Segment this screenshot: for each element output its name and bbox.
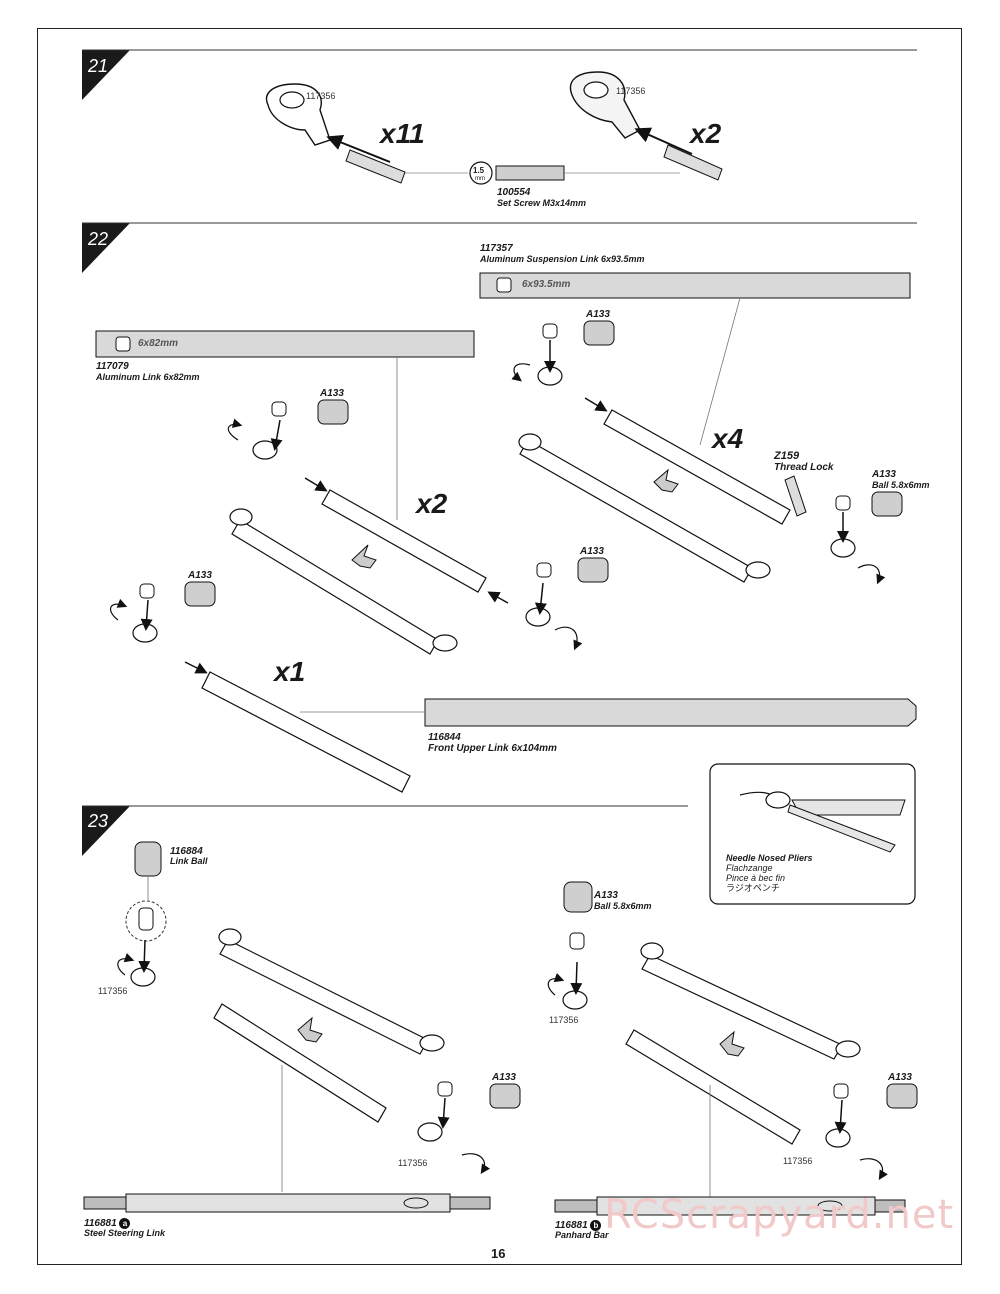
panhard-bar xyxy=(554,1196,906,1216)
ball-ref: A133 xyxy=(594,890,618,901)
steering-link-part: 116881 a xyxy=(84,1218,131,1229)
part-description: Link Ball xyxy=(170,856,208,866)
part-description: Panhard Bar xyxy=(555,1230,609,1240)
page-frame xyxy=(37,28,962,1265)
page-number: 16 xyxy=(491,1246,506,1261)
part-number: 117356 xyxy=(306,91,336,101)
insert-arrow xyxy=(634,127,693,155)
link-117357-bar xyxy=(479,272,911,299)
part-description: Steel Steering Link xyxy=(84,1228,166,1238)
ball-description: Ball 5.8x6mm xyxy=(594,901,652,911)
quantity: x4 xyxy=(712,423,744,454)
ball-ref: A133 xyxy=(586,309,610,320)
step-number: 22 xyxy=(88,229,109,249)
set-screw-right-21 xyxy=(663,144,723,181)
part-number: 117356 xyxy=(616,86,646,96)
thread-lock-ref: Z159 xyxy=(774,450,800,462)
thread-lock-desc: Thread Lock xyxy=(774,462,834,473)
ball-ref: A133 xyxy=(188,570,212,581)
quantity: x11 xyxy=(380,118,425,149)
ball-icon xyxy=(139,320,903,607)
set-screw-left-21 xyxy=(345,149,406,184)
rod-end-left-21 xyxy=(265,83,331,146)
set-screw-part xyxy=(495,165,565,181)
step-number: 23 xyxy=(88,811,109,831)
part-number: 117079 xyxy=(96,361,129,372)
step-21-header xyxy=(82,49,917,100)
tool-name-jp: ラジオペンチ xyxy=(726,883,780,893)
part-number: 117356 xyxy=(98,986,128,996)
ball-description: Ball 5.8x6mm xyxy=(872,480,930,490)
link-117079-bar xyxy=(95,330,475,358)
quantity: x2 xyxy=(690,118,722,149)
hex-tool-icon xyxy=(469,161,493,185)
quantity: x1 xyxy=(274,656,306,687)
part-description: Front Upper Link 6x104mm xyxy=(428,743,557,754)
panhard-part: 116881 b xyxy=(555,1220,602,1231)
tool-name-de: Flachzange xyxy=(726,863,773,873)
part-description: Set Screw M3x14mm xyxy=(497,198,587,208)
step-22-header xyxy=(82,222,917,273)
part-description: Aluminum Link 6x82mm xyxy=(96,372,200,382)
ball-ref: A133 xyxy=(888,1072,912,1083)
link-size-label: 6x93.5mm xyxy=(522,279,571,290)
tool-name-fr: Pince à bec fin xyxy=(726,873,786,883)
part-number: 117356 xyxy=(783,1156,813,1166)
link-116844-bar xyxy=(424,698,917,727)
part-number: 117357 xyxy=(480,243,513,254)
link-assembly-x4 xyxy=(511,340,886,585)
step-23-header xyxy=(82,805,688,856)
hex-size: 1.5 xyxy=(473,166,485,175)
part-description: Aluminum Suspension Link 6x93.5mm xyxy=(480,254,645,264)
variant-badge: a xyxy=(119,1218,131,1229)
insert-arrow xyxy=(326,135,391,163)
part-number: 117356 xyxy=(549,1015,579,1025)
watermark: RCScrapyard.net xyxy=(604,1192,955,1238)
part-number: 100554 xyxy=(497,187,531,198)
ball-ref: A133 xyxy=(320,388,344,399)
panhard-assembly xyxy=(547,881,918,1197)
link-assembly-x1 xyxy=(109,598,411,793)
part-number: 116844 xyxy=(428,732,461,743)
part-number: 116884 xyxy=(170,846,203,857)
variant-badge: b xyxy=(590,1220,602,1231)
rod-end-right-21 xyxy=(569,71,641,139)
part-number: 117356 xyxy=(398,1158,428,1168)
tool-name: Needle Nosed Pliers xyxy=(726,853,813,863)
link-assembly-x2 xyxy=(227,418,583,655)
ball-ref: A133 xyxy=(492,1072,516,1083)
link-size-label: 6x82mm xyxy=(138,338,179,349)
pliers-callout xyxy=(709,763,916,905)
steering-link-bar xyxy=(83,1193,491,1213)
quantity: x2 xyxy=(416,488,448,519)
ball-ref: A133 xyxy=(580,546,604,557)
steering-link-assembly xyxy=(117,841,521,1192)
hex-unit: mm xyxy=(475,176,485,182)
ball-ref: A133 xyxy=(872,469,896,480)
step-number: 21 xyxy=(88,56,109,76)
